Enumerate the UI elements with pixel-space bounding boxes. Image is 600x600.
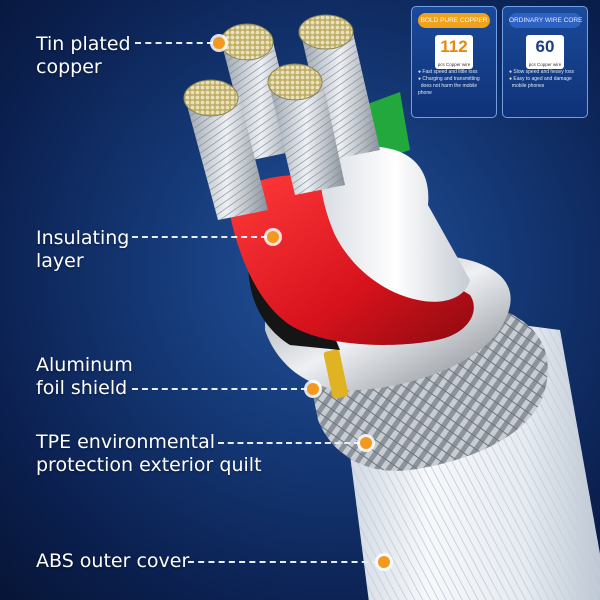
label-line: Insulating: [36, 227, 130, 249]
label-tin-plated-copper: Tin plated copper: [36, 33, 131, 79]
card-point: mobile phones: [509, 83, 581, 90]
label-line: Tin plated: [36, 33, 131, 55]
copper-count-unit: pcs Copper wire: [437, 62, 471, 67]
card-title: BOLD PURE COPPER: [418, 13, 490, 28]
label-tpe-exterior-quilt: TPE environmental protection exterior qu…: [36, 431, 262, 477]
card-point: ● Easy to aged and damage: [509, 76, 572, 82]
card-point-text: Slow speed and heavy loss: [513, 69, 575, 75]
copper-count-badge: 112 pcs Copper wire: [435, 35, 473, 69]
card-point-text: does not harm the mobile phone: [418, 83, 478, 96]
label-line: protection exterior quilt: [36, 454, 262, 476]
marker-dot-tin: [213, 37, 225, 49]
card-point: ● Fast speed and little loss: [418, 69, 478, 75]
label-aluminum-foil-shield: Aluminum foil shield: [36, 354, 133, 400]
copper-count: 60: [535, 37, 555, 56]
card-point: ● Slow speed and heavy loss: [509, 69, 575, 75]
card-point: does not harm the mobile phone: [418, 83, 490, 97]
card-point-text: Easy to aged and damage: [513, 76, 572, 82]
red-insulated-wire: [229, 175, 474, 345]
copper-count-badge: 60 pcs Copper wire: [526, 35, 564, 69]
leader-line-aluminum: [132, 388, 307, 390]
marker-dot-insulating: [267, 231, 279, 243]
label-line: TPE environmental: [36, 431, 216, 453]
copper-count-unit: pcs Copper wire: [528, 62, 562, 67]
card-bold-pure-copper: BOLD PURE COPPER 112 pcs Copper wire ● F…: [411, 6, 497, 118]
marker-dot-aluminum: [307, 383, 319, 395]
card-point: ● Charging and transmitting: [418, 76, 480, 82]
card-point-text: mobile phones: [511, 83, 545, 89]
card-title: ORDINARY WIRE CORE: [509, 13, 582, 28]
copper-count: 112: [440, 37, 468, 56]
leader-line-tin: [135, 42, 213, 44]
leader-line-abs: [188, 561, 378, 563]
white-insulated-wire: [320, 146, 470, 302]
marker-dot-tpe: [360, 437, 372, 449]
card-ordinary-wire-core: ORDINARY WIRE CORE 60 pcs Copper wire ● …: [502, 6, 588, 118]
card-point-text: Fast speed and little loss: [422, 69, 478, 75]
label-insulating-layer: Insulating layer: [36, 227, 129, 273]
label-abs-outer-cover: ABS outer cover: [36, 550, 190, 572]
label-line: layer: [36, 250, 84, 272]
leader-line-insulating: [132, 236, 267, 238]
label-line: copper: [36, 56, 102, 78]
marker-dot-abs: [378, 556, 390, 568]
copper-strand-bundles: [183, 14, 380, 220]
label-line: Aluminum: [36, 354, 133, 376]
card-point-text: Charging and transmitting: [422, 76, 480, 82]
leader-line-tpe: [218, 442, 360, 444]
label-line: foil shield: [36, 377, 128, 399]
